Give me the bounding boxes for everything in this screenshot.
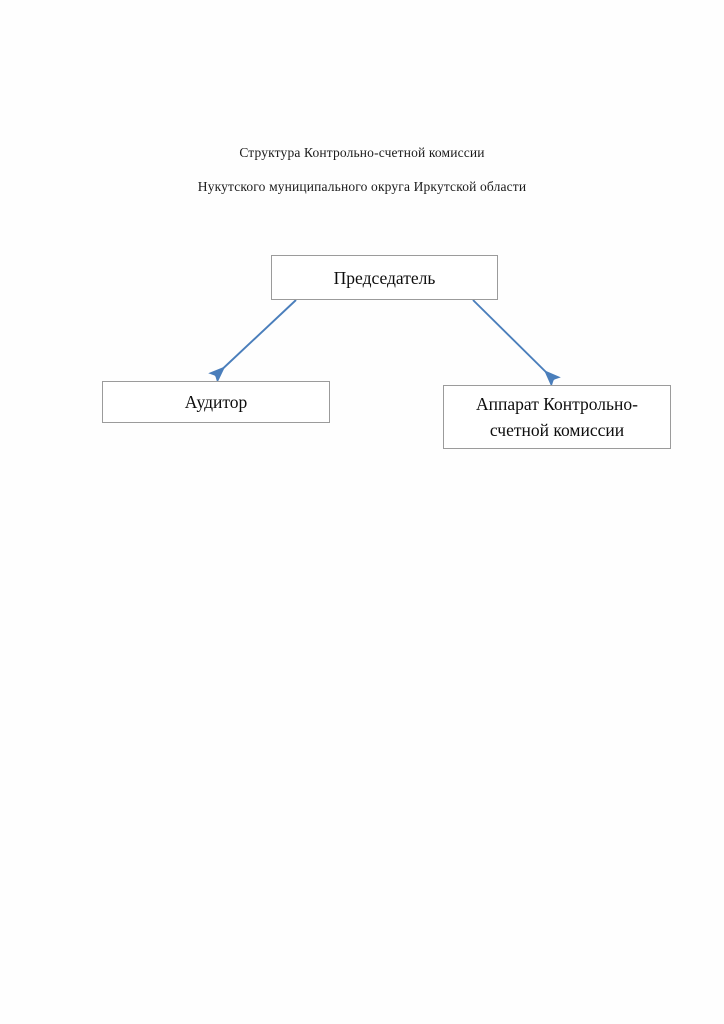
org-node-apparatus-label: Аппарат Контрольно-счетной комиссии [476, 394, 638, 440]
diagram-title-line-1: Структура Контрольно-счетной комиссии [239, 145, 485, 160]
connector-chairman-to-apparatus [472, 299, 561, 387]
org-node-auditor-label: Аудитор [184, 392, 248, 412]
org-node-chairman-label: Председатель [333, 267, 436, 288]
org-node-chairman[interactable]: Председатель [271, 255, 498, 300]
org-node-auditor[interactable]: Аудитор [102, 381, 330, 423]
diagram-title-line-2: Нукутского муниципального округа Иркутск… [197, 179, 527, 194]
diagram-title: Структура Контрольно-счетной комиссии Ну… [0, 136, 724, 204]
connector-chairman-to-auditor [208, 299, 297, 383]
org-node-apparatus[interactable]: Аппарат Контрольно-счетной комиссии [443, 385, 671, 449]
